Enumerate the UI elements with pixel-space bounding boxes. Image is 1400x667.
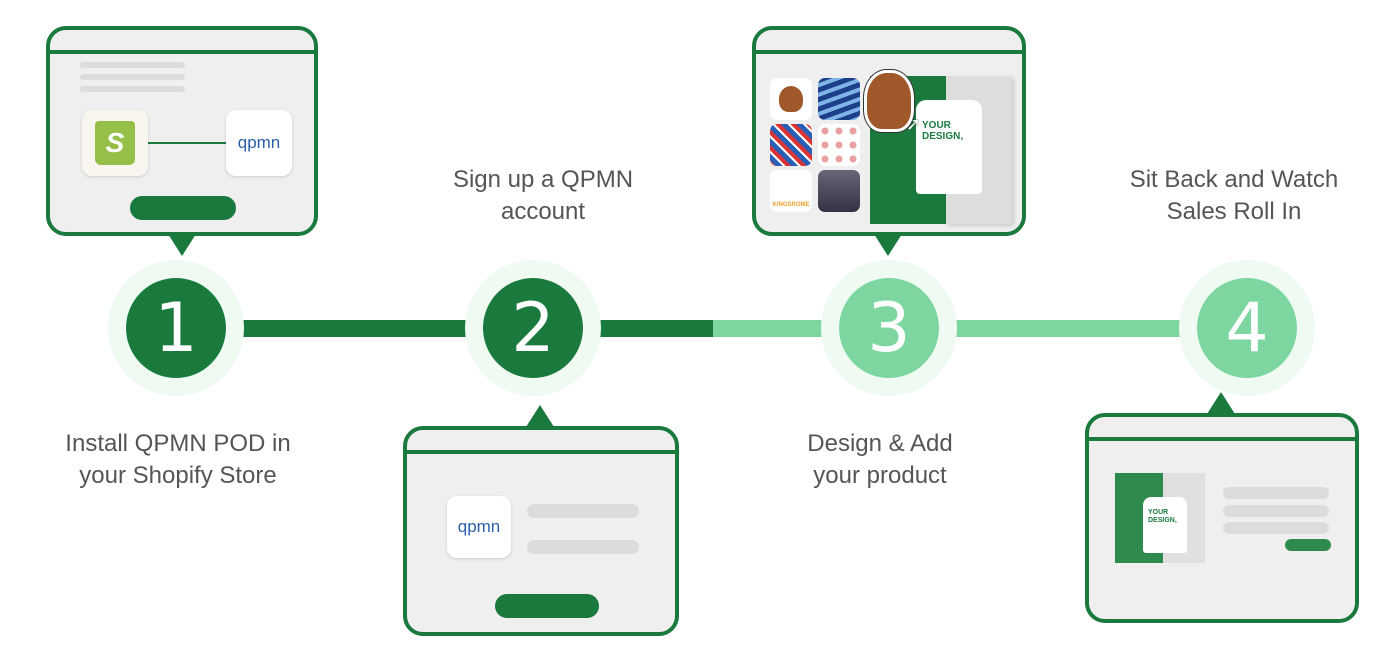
window-header [407, 430, 675, 454]
window-header [50, 30, 314, 54]
design-tile-city [818, 170, 860, 212]
shopify-logo: S [82, 110, 148, 176]
step-4-illustration: YOUR DESIGN, [1085, 413, 1359, 623]
window-header [1089, 417, 1355, 441]
label-line: your product [813, 462, 947, 489]
design-tile-waves [818, 78, 860, 120]
install-button-graphic [130, 196, 236, 220]
shopify-bag-icon: S [95, 121, 135, 165]
step-1-circle: 1 [126, 278, 226, 378]
design-tile-pattern [770, 124, 812, 166]
label-line: Design & Add [807, 430, 953, 457]
label-line: Sit Back and Watch [1129, 166, 1339, 193]
signup-button-graphic [495, 594, 599, 618]
step-3-label: Design & Add your product [730, 428, 1030, 492]
pointer-icon [168, 234, 196, 256]
step-1-illustration: S qpmn [46, 26, 318, 236]
pointer-icon [526, 405, 554, 427]
label-line: Sign up a QPMN [452, 166, 634, 193]
pointer-icon [874, 234, 902, 256]
tshirt-mockup: YOUR DESIGN, [916, 100, 982, 194]
design-tile-brand: KINGSROME [770, 170, 812, 212]
qpmn-logo: qpmn [447, 496, 511, 558]
window-header [756, 30, 1022, 54]
design-tile-cat [770, 78, 812, 120]
connector-line [148, 142, 226, 144]
label-line: Sales Roll In [1166, 198, 1302, 225]
label-line: your Shopify Store [79, 462, 277, 489]
step-4-circle: 4 [1197, 278, 1297, 378]
step-2-circle: 2 [483, 278, 583, 378]
step-1-label: Install QPMN POD in your Shopify Store [28, 428, 328, 492]
step-2-label: Sign up a QPMN account [393, 164, 693, 228]
label-line: Install QPMN POD in [65, 430, 291, 457]
step-3-circle: 3 [839, 278, 939, 378]
cat-sticker [864, 70, 914, 132]
buy-button-graphic [1285, 539, 1331, 551]
step-3-illustration: KINGSROME YOUR DESIGN, ➚ [752, 26, 1026, 236]
pointer-icon [1207, 392, 1235, 414]
design-tile-floral [818, 124, 860, 166]
tshirt-product: YOUR DESIGN, [1143, 497, 1187, 553]
label-line: account [500, 198, 586, 225]
cursor-icon: ➚ [906, 114, 922, 134]
step-2-illustration: qpmn [403, 426, 679, 636]
qpmn-logo: qpmn [226, 110, 292, 176]
